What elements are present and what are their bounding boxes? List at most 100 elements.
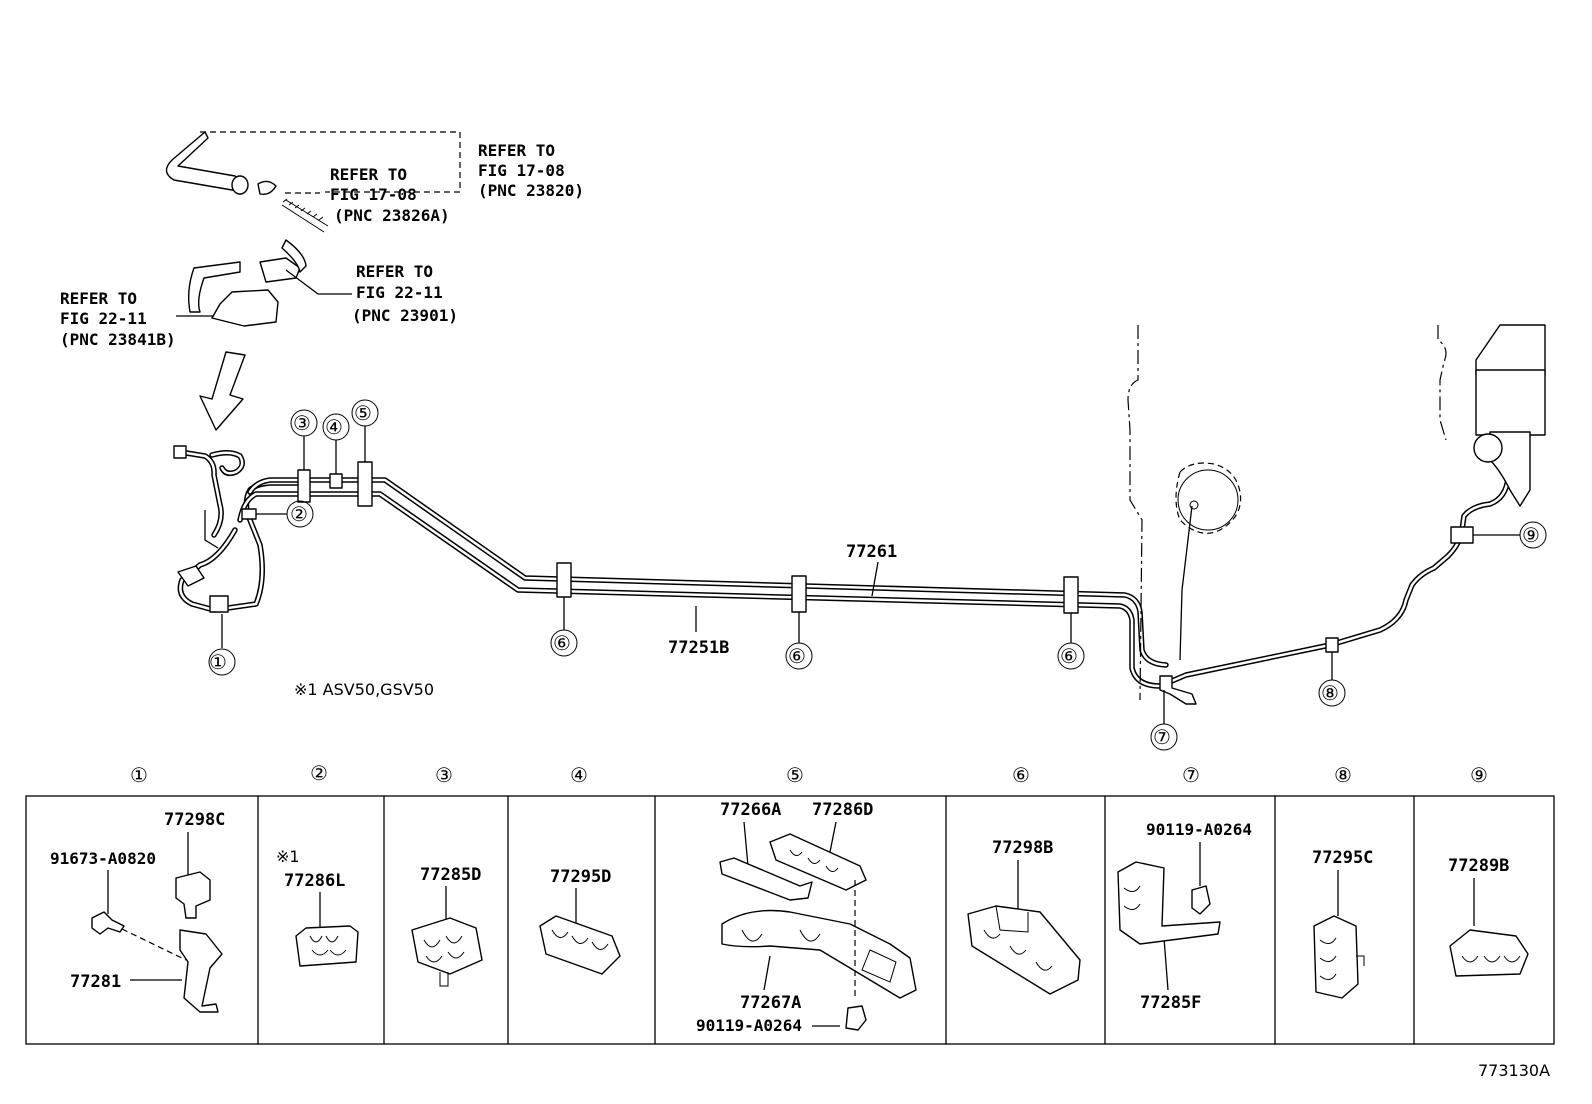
part-90119-a0264-p7: 90119-A0264 [1146, 820, 1252, 839]
callout-6c: ⑥ [1060, 644, 1078, 668]
clamp-7 [1159, 675, 1197, 705]
panel-5-circle: ⑤ [786, 763, 804, 787]
refer-23820-line3: (PNC 23820) [478, 181, 584, 200]
part-77285d: 77285D [420, 865, 481, 885]
hose-clamp [257, 180, 277, 196]
callout-6b: ⑥ [788, 644, 806, 668]
clip-slots [423, 935, 465, 987]
bolt-90119-p7 [1191, 885, 1211, 915]
callout-circle-8 [1318, 679, 1346, 707]
pipe-stub [281, 239, 307, 273]
callout-7: ⑦ [1153, 725, 1171, 749]
refer-23901-line2: FIG 22-11 [356, 283, 443, 302]
callout-circle-9 [1519, 521, 1547, 549]
leader-77261 [871, 561, 879, 597]
clip-77298b [967, 905, 1081, 995]
clip-slots [551, 929, 609, 950]
callout-circle-5 [351, 399, 379, 427]
leader-77286d [829, 821, 837, 853]
spring-hose [281, 198, 329, 233]
refer-23820-line2: FIG 17-08 [478, 161, 565, 180]
bolt-90119-p5 [845, 1005, 867, 1031]
canister-port [1473, 433, 1503, 463]
clamp-6b [791, 575, 807, 613]
clamp-2 [241, 508, 257, 520]
filler-neck-top [1475, 324, 1546, 376]
callout-9: ⑨ [1522, 523, 1540, 547]
refer-23841b-line2: FIG 22-11 [60, 309, 147, 328]
refer-23826a-line1: REFER TO [330, 165, 407, 184]
refer-23826a-line2: FIG 17-08 [330, 185, 417, 204]
clamp-1 [209, 595, 229, 613]
callout-circle-6a [550, 629, 578, 657]
tank-outline-right [1437, 325, 1447, 441]
refer-23901-line1: REFER TO [356, 262, 433, 281]
model-note: ※1 ASV50,GSV50 [294, 680, 434, 699]
panel-9-circle: ⑨ [1470, 763, 1488, 787]
clip-77295d [539, 915, 621, 975]
part-77289b: 77289B [1448, 856, 1509, 876]
part-77286d: 77286D [812, 800, 873, 820]
clamp-9 [1450, 526, 1474, 544]
sender-rod [1179, 505, 1193, 661]
sender-gauge-dashed [1175, 462, 1242, 534]
direction-arrow-icon [199, 351, 246, 431]
leader-23820 [200, 131, 461, 193]
front-connector [177, 565, 205, 587]
refer-23820-line1: REFER TO [478, 141, 555, 160]
sender-pivot [1189, 500, 1199, 510]
detail-panels: ① ② ③ ④ ⑤ ⑥ ⑦ ⑧ ⑨ 77298C 91673-A0820 772… [25, 761, 1555, 1080]
quick-connector [259, 257, 301, 283]
clip-slots [1319, 937, 1365, 980]
panel-3-circle: ③ [435, 763, 453, 787]
clip-slots [1123, 885, 1141, 910]
front-pipe-guide [204, 510, 219, 549]
top-reference-cluster: REFER TO FIG 17-08 (PNC 23820) REFER TO … [60, 131, 584, 431]
bracket-77281 [179, 929, 223, 1013]
bolt-axis [121, 928, 187, 961]
panel-7-circle: ⑦ [1182, 763, 1200, 787]
leader-77267a [763, 955, 771, 991]
leader-77285f [1163, 937, 1169, 991]
part-90119-a0264-p5: 90119-A0264 [696, 1016, 802, 1035]
callout-circle-1 [208, 648, 236, 676]
panel-1-circle: ① [130, 763, 148, 787]
leader-23901 [285, 269, 352, 295]
bracket-details [741, 929, 897, 983]
sender-gauge [1177, 469, 1239, 531]
part-77298b: 77298B [992, 838, 1053, 858]
callout-1: ① [209, 650, 227, 674]
clip-77289b [1449, 929, 1529, 977]
panel-2-circle: ② [310, 761, 328, 785]
canister-body [1475, 369, 1546, 436]
label-77261: 77261 [846, 542, 897, 562]
part-77286l: 77286L [284, 871, 345, 891]
callout-6a: ⑥ [553, 631, 571, 655]
main-pipe-routing: 77261 77251B ① ② ③ ④ ⑤ ⑥ ⑥ ⑥ ⑦ ⑧ [173, 324, 1547, 751]
clip-77286l [295, 925, 359, 967]
panel-4-circle: ④ [570, 763, 588, 787]
clamp-4 [329, 473, 343, 489]
lower-loop-pipe [177, 480, 303, 613]
refer-23901-line3: (PNC 23901) [352, 306, 458, 325]
refer-23826a-line3: (PNC 23826A) [334, 206, 450, 225]
part-77267a: 77267A [740, 993, 801, 1013]
leader-77266a [743, 821, 749, 867]
bolt-91673 [91, 911, 125, 935]
callout-circle-6c [1057, 642, 1085, 670]
panel-8-circle: ⑧ [1334, 763, 1352, 787]
clip-77285d [411, 917, 483, 975]
hose-end [231, 175, 249, 195]
callout-2: ② [290, 502, 308, 526]
part-77295c: 77295C [1312, 848, 1373, 868]
part-77281: 77281 [70, 972, 121, 992]
pipe-fitting [173, 445, 187, 459]
figure-id: 773130A [1478, 1061, 1550, 1080]
callout-3: ③ [293, 411, 311, 435]
clamp-6c [1063, 576, 1079, 614]
clip-slots [789, 849, 839, 872]
callout-circle-2 [286, 500, 314, 528]
clamp-5 [357, 461, 373, 507]
